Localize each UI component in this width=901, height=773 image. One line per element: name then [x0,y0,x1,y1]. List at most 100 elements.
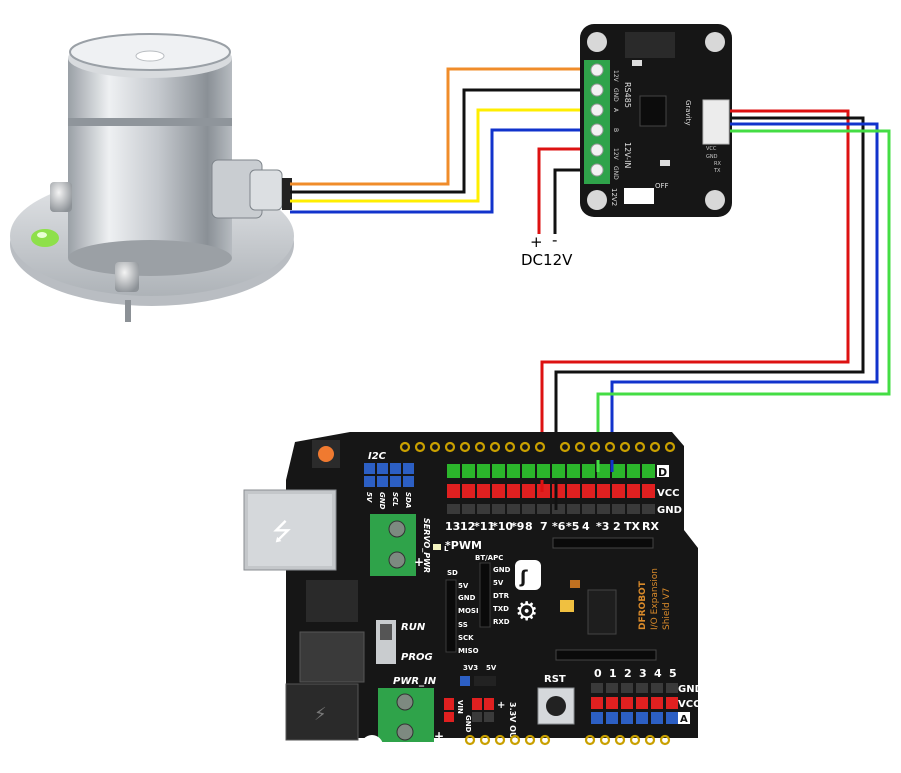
pin-number: 8 [525,520,533,533]
sd-pin: MOSI [458,607,479,615]
sd-label: SD [447,569,458,577]
right-label: TX [713,168,721,174]
chip [625,32,675,58]
analog-number: 0 [594,667,602,680]
gnd-label-bottom: GND [464,715,472,733]
bottom-gold-header [464,734,671,746]
bt-label: BT/APC [475,554,503,562]
ic-header [552,537,654,549]
blue-wire [290,128,590,214]
out-label: 3.3V OUT [508,702,517,744]
df-logo [515,560,541,590]
pin-label: GND [612,166,619,180]
terminal-block [584,60,610,184]
chip [639,95,667,127]
bubble-level [31,229,59,247]
row-label-gnd: GND [657,505,682,516]
sensor-bolt [125,300,131,322]
analog-header [591,683,690,724]
uart-wires [540,109,891,510]
v5-label: 5V [486,664,497,672]
wire-terminals [540,460,614,510]
bt-pin: GND [493,566,511,574]
v33-label: 3V3 [463,664,478,672]
pwm-label: *PWM [445,539,482,552]
right-label: VCC [706,146,717,152]
pin-number: 13 [445,520,460,533]
i2c-label: I2C [368,451,387,462]
brand-line: DFROBOT [638,580,648,630]
servo-label: SERVO_PWR [422,518,431,573]
analog-number: 5 [669,667,677,680]
svg-text:+: + [434,729,444,743]
i2c-pin: SCL [391,492,399,507]
i2c-pin: GND [378,492,386,510]
pin-number: *9 [511,520,524,533]
analog-row-vcc: VCC [678,699,700,710]
analog-row-gnd: GND [678,684,703,695]
pin-number: *3 [596,520,609,533]
pin-number: 12 [460,520,475,533]
pin-number: 4 [582,520,590,533]
sd-pin: MISO [458,647,479,655]
pin-number: *11 [474,520,495,533]
analog-number: 1 [609,667,617,680]
bt-pin: RXD [493,618,510,626]
analog-row-a: A [680,714,688,725]
pin-number: 2 [613,520,621,533]
bt-pin: 5V [493,579,504,587]
lightning-icon: ⚡ [314,704,327,725]
run-label: RUN [401,622,426,633]
sd-pin: SS [458,621,468,629]
mount-hole [705,32,725,52]
gear-icon: ⚙ [515,597,538,627]
power-red-wire [537,147,590,234]
leveling-knob [115,262,139,292]
digital-header [447,464,669,514]
reset-led [318,446,334,462]
orange-wire [290,67,590,186]
yellow-wire [290,108,590,203]
pin-number: *5 [566,520,579,533]
i2c-header [364,463,414,487]
i2c-pin: SDA [404,492,412,508]
regulator [299,631,365,683]
rs485-label: RS485 [623,82,632,108]
dc-jack [285,683,359,741]
input-label: 12V-IN [623,142,632,168]
sensor-diffuser [135,50,165,62]
pin-label: 12V [612,70,619,83]
bt-pin: TXD [493,605,509,613]
brand-label: Gravity [684,100,692,126]
i2c-pin: 5V [365,492,373,503]
power-label: DC12V [521,251,573,269]
io-expansion-shield: D VCC GND 13 12 *11 *10 *9 8 7 *6 *5 4 *… [243,432,703,757]
svg-text:+: + [497,700,505,711]
pin-label: 12V [612,148,619,161]
rst-label: RST [544,674,566,685]
ic-header [555,649,657,661]
sd-header [445,579,457,653]
power-minus: - [552,231,557,249]
pin-label: GND [612,88,619,102]
black-wire [290,88,590,194]
sd-pin: 5V [458,582,469,590]
pin-label: A [612,108,619,113]
gnd-black-wire [554,116,865,510]
regulator [306,580,358,622]
right-label: RX [714,161,721,167]
pin-number: RX [642,520,659,533]
svg-text:ʃ: ʃ [519,567,528,588]
brand-line: I/O Expansion [650,568,660,630]
rs485-converter: 12V GND A B 12V GND RS485 12V-IN 12V2 OF… [580,24,732,217]
row-label-d: D [658,466,667,479]
sensor-wires [290,67,590,234]
row-label-vcc: VCC [657,488,679,499]
mount-hole [705,190,725,210]
right-label: GND [706,154,718,160]
vcc-red-wire [540,109,850,490]
bottom-label: 12V2 [610,188,618,206]
leveling-knob [50,182,72,212]
analog-number: 4 [654,667,662,680]
